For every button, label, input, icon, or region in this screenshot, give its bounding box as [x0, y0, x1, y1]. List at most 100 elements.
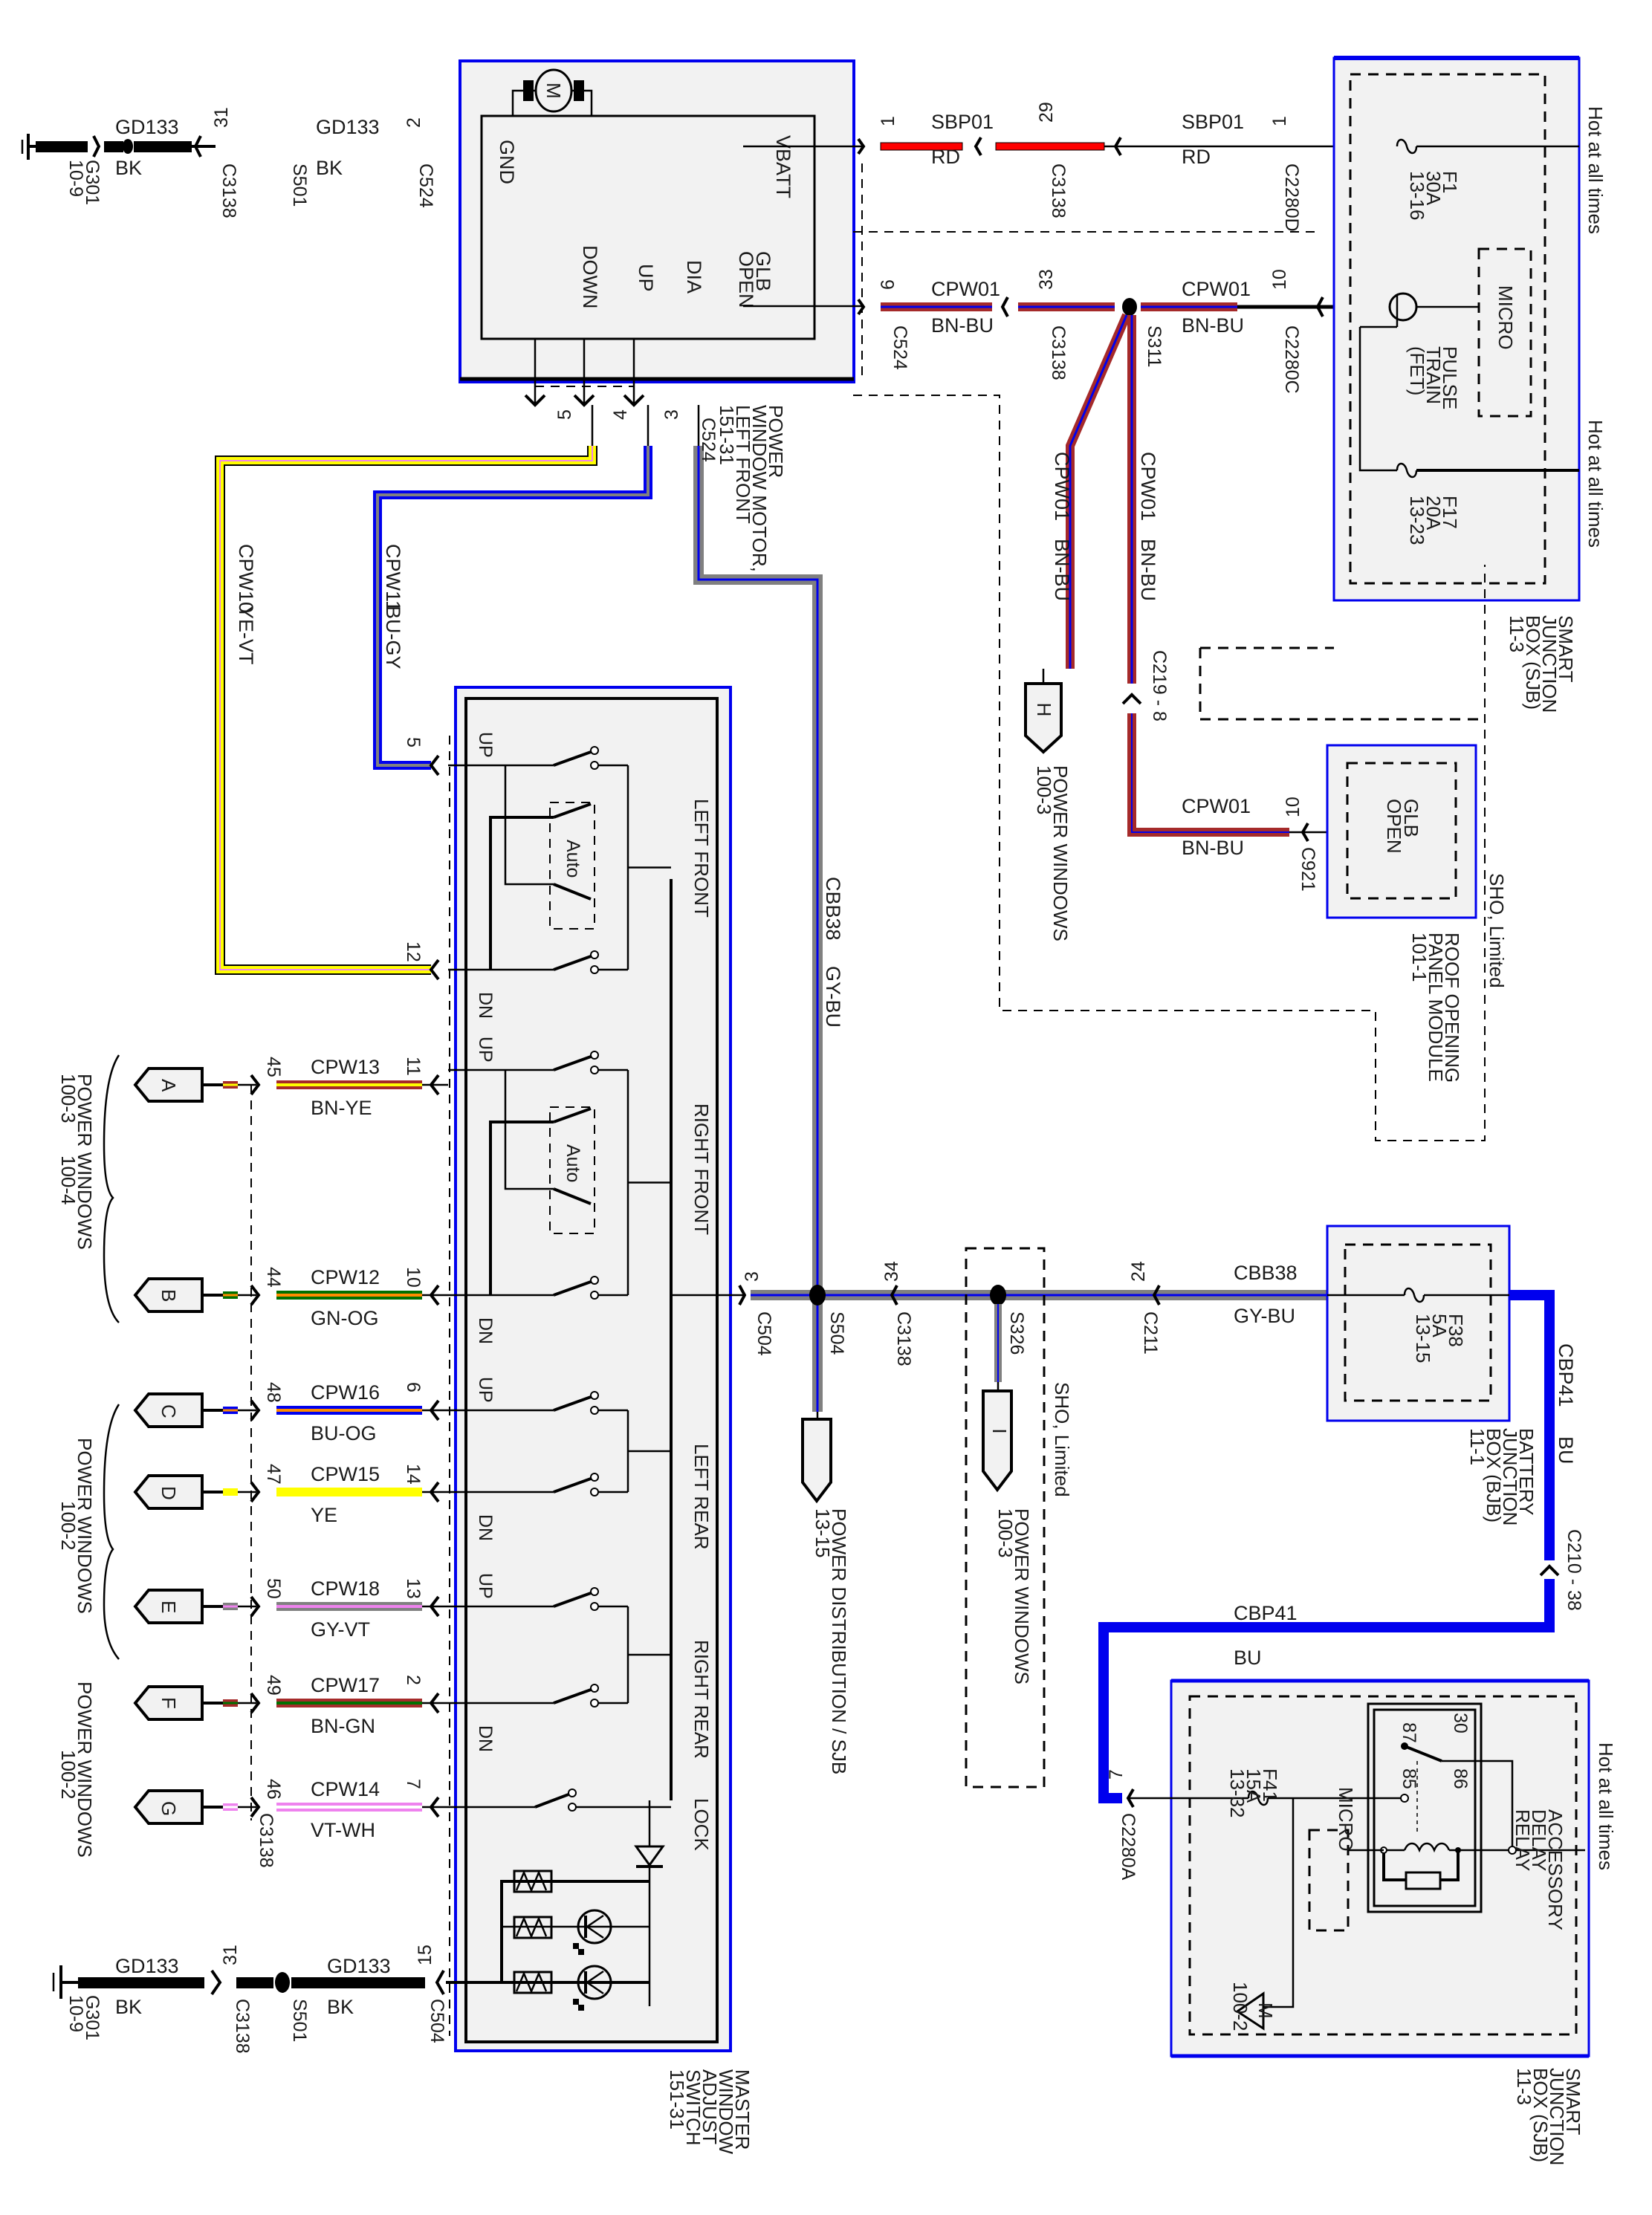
svg-text:JUNCTION: JUNCTION: [1538, 615, 1561, 713]
switch-contact-icon: [553, 1477, 592, 1494]
offpage-connector-b[interactable]: B: [133, 1277, 204, 1313]
switch-dn-label: DN: [475, 992, 496, 1019]
offpage-label: B: [158, 1289, 180, 1302]
offpage-power-distribution[interactable]: [801, 1412, 832, 1504]
pin-number: 6: [403, 1382, 424, 1392]
wire-gd133-bot-a[interactable]: [78, 1977, 204, 1988]
offpage-connector-f[interactable]: F: [133, 1685, 204, 1721]
pin-number: 49: [263, 1675, 284, 1696]
accessory-delay-relay[interactable]: [1367, 1702, 1585, 1913]
offpage-connector-d[interactable]: D: [133, 1474, 204, 1510]
wire-cpw01-b[interactable]: [1018, 302, 1115, 311]
wire-sbp01-a[interactable]: [880, 142, 963, 151]
offpage-connector-h[interactable]: H: [1024, 669, 1063, 754]
svg-text:10-9: 10-9: [65, 160, 86, 197]
wire-cpw11[interactable]: [373, 446, 652, 770]
wire-circuit-label: CPW14: [311, 1778, 380, 1800]
wire-circuit-label: CPW18: [311, 1577, 380, 1600]
offpage-connector-c[interactable]: C: [133, 1392, 204, 1428]
svg-text:13-15: 13-15: [1412, 1314, 1434, 1363]
wire-cpw01-c[interactable]: [1141, 302, 1237, 311]
svg-text:JUNCTION: JUNCTION: [1546, 2068, 1568, 2165]
svg-text:BU: BU: [1555, 1436, 1577, 1465]
switch-contact-icon: [553, 1688, 592, 1705]
offpage-ref-h: POWER WINDOWS 100-3: [1033, 765, 1072, 941]
offpage-m-icon[interactable]: [1235, 1991, 1265, 2031]
svg-text:C2280A: C2280A: [1118, 1813, 1138, 1881]
wire-cpw10[interactable]: [215, 446, 597, 975]
battery-junction-box[interactable]: [1326, 1225, 1511, 1422]
svg-text:H: H: [1033, 703, 1055, 717]
svg-text:BU: BU: [1234, 1647, 1262, 1669]
pin-label-down: DOWN: [579, 245, 601, 308]
svg-text:C3138: C3138: [1048, 325, 1069, 380]
svg-text:F41: F41: [1259, 1768, 1281, 1802]
svg-text:11-3: 11-3: [1513, 2068, 1535, 2105]
svg-text:C921: C921: [1298, 847, 1318, 892]
svg-text:POWER: POWER: [765, 405, 787, 478]
wire-color-label: VT-WH: [311, 1819, 375, 1841]
roof-opening-panel-module[interactable]: GLB OPEN: [1326, 744, 1477, 919]
wire-cpw01-a[interactable]: [881, 302, 992, 311]
svg-text:20A: 20A: [1422, 496, 1445, 531]
svg-text:Hot at all times: Hot at all times: [1584, 420, 1607, 548]
splice-s504-icon: [809, 1285, 826, 1306]
svg-text:TRAIN: TRAIN: [1422, 346, 1445, 404]
pin-label-dia: DIA: [683, 260, 705, 294]
offpage-connector-g[interactable]: G: [133, 1789, 204, 1825]
svg-text:MASTER: MASTER: [731, 2069, 754, 2150]
svg-text:C3138: C3138: [232, 1999, 253, 2054]
svg-text:1: 1: [1269, 116, 1290, 126]
sjb-top-labels: MICRO F1 30A 13-16 PULSE TRAIN (FET) F17…: [1406, 106, 1607, 713]
connector-c3138-34-icon: [890, 1285, 898, 1306]
offpage-connector-a[interactable]: A: [133, 1067, 204, 1103]
pin-label-vbatt: VBATT: [772, 135, 794, 198]
svg-text:C504: C504: [754, 1311, 774, 1356]
wire-sbp01-b[interactable]: [995, 142, 1105, 151]
wire-cbb38-v[interactable]: [693, 446, 823, 1412]
smart-junction-box-bottom[interactable]: [1170, 1679, 1590, 2058]
svg-text:86: 86: [1450, 1768, 1471, 1789]
switch-section-lock[interactable]: LOCK: [448, 1788, 713, 1851]
svg-text:33: 33: [1036, 269, 1057, 290]
svg-text:RD: RD: [1182, 146, 1211, 168]
svg-text:3: 3: [661, 409, 682, 420]
master-window-adjust-switch[interactable]: [449, 686, 732, 2052]
svg-text:C524: C524: [890, 325, 910, 370]
svg-text:WINDOW MOTOR,: WINDOW MOTOR,: [748, 405, 771, 572]
switch-section-label: LEFT FRONT: [690, 799, 713, 918]
svg-text:Hot at all times: Hot at all times: [1584, 106, 1607, 234]
pin-number: 11: [403, 1057, 424, 1076]
smart-junction-box-top[interactable]: [1332, 56, 1581, 602]
svg-text:31: 31: [220, 1945, 241, 1965]
wire-cpw01-d[interactable]: [1066, 313, 1131, 669]
wire-gd133-top-a[interactable]: [36, 141, 88, 152]
wire-cbp41[interactable]: [1098, 1290, 1555, 1803]
ground-symbol-icon: [52, 1965, 78, 1999]
wire-cpw01-roof[interactable]: [1127, 713, 1289, 837]
svg-text:RELAY: RELAY: [1512, 1809, 1534, 1871]
svg-text:SWITCH: SWITCH: [682, 2069, 704, 2146]
offpage-connector-e[interactable]: E: [133, 1589, 204, 1624]
offpage-connector-i[interactable]: I: [982, 1382, 1013, 1493]
svg-text:SMART: SMART: [1555, 615, 1577, 683]
power-window-motor-left-front[interactable]: M: [459, 59, 855, 383]
fuse-f17-icon: [1396, 462, 1579, 479]
svg-text:PULSE: PULSE: [1439, 346, 1461, 409]
wire-circuit-label: CPW12: [311, 1266, 380, 1288]
relay-coil-icon: [1403, 1842, 1451, 1853]
wire-gd133-top-b[interactable]: [134, 141, 192, 152]
wire-gd133-bot-b[interactable]: [291, 1977, 425, 1988]
switch-section-label: LEFT REAR: [690, 1444, 713, 1550]
